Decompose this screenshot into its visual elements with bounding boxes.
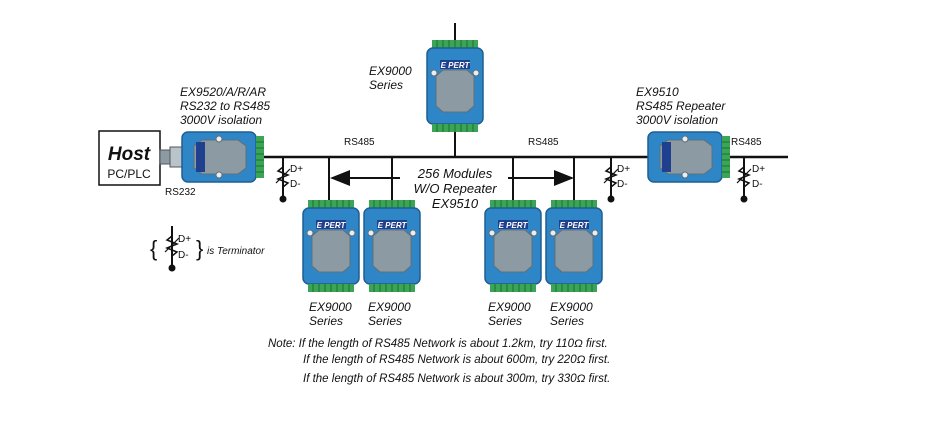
bottom-module-3-line1: EX9000 [488, 300, 531, 314]
term-mid-dplus: D+ [617, 164, 630, 175]
host-title: Host [108, 144, 151, 165]
converter-module [181, 131, 265, 183]
term-mid-dminus: D- [617, 179, 628, 190]
center-note-line2: W/O Repeater [413, 181, 497, 196]
bottom-module-4 [545, 199, 603, 293]
legend-brace-close: } [196, 236, 203, 261]
bottom-module-1-line2: Series [309, 314, 343, 328]
bottom-module-4-line1: EX9000 [550, 300, 593, 314]
host-port-connector [159, 149, 171, 165]
legend-dminus: D- [178, 250, 189, 261]
repeater-module [647, 131, 731, 183]
bus-label-left: RS485 [344, 137, 375, 148]
top-module-badge: E PERT [441, 61, 471, 70]
bottom-module-4-badge: E PERT [560, 221, 590, 230]
bottom-module-4-line2: Series [550, 314, 584, 328]
term-left-dminus: D- [290, 179, 301, 190]
note-line-1: Note: If the length of RS485 Network is … [268, 338, 608, 350]
terminator-legend-icon [164, 225, 180, 273]
note-line-3: If the length of RS485 Network is about … [303, 373, 610, 385]
host-box [98, 130, 161, 186]
repeater-line2: RS485 Repeater [636, 99, 726, 113]
top-module-line2: Series [369, 78, 403, 92]
legend-brace-open: { [150, 236, 157, 261]
repeater-line1: EX9510 [636, 85, 679, 99]
bottom-module-2-badge: E PERT [378, 221, 408, 230]
converter-line3: 3000V isolation [180, 113, 262, 127]
note-line-2: If the length of RS485 Network is about … [303, 354, 610, 366]
terminator-icon-mid [603, 156, 619, 204]
bottom-module-2-line2: Series [368, 314, 402, 328]
top-module [426, 39, 484, 133]
repeater-line3: 3000V isolation [636, 113, 718, 127]
legend-text: is Terminator [207, 246, 265, 257]
center-note-line1: 256 Modules [417, 166, 493, 181]
bottom-module-3 [484, 199, 542, 293]
bottom-module-3-badge: E PERT [499, 221, 529, 230]
bottom-module-2-line1: EX9000 [368, 300, 411, 314]
rs232-label: RS232 [165, 187, 196, 198]
top-module-line1: EX9000 [369, 64, 412, 78]
bottom-module-1-badge: E PERT [317, 221, 347, 230]
bus-label-mid: RS485 [528, 137, 559, 148]
legend-dplus: D+ [178, 234, 191, 245]
bottom-module-1 [302, 199, 360, 293]
bottom-module-1-line1: EX9000 [309, 300, 352, 314]
term-right-dplus: D+ [752, 164, 765, 175]
terminator-icon-left [275, 156, 291, 204]
host-subtitle: PC/PLC [107, 167, 151, 181]
bottom-module-3-line2: Series [488, 314, 522, 328]
bus-label-right: RS485 [731, 137, 762, 148]
term-right-dminus: D- [752, 179, 763, 190]
converter-line1: EX9520/A/R/AR [180, 85, 266, 99]
center-note-line3: EX9510 [432, 196, 479, 211]
converter-line2: RS232 to RS485 [180, 99, 270, 113]
bottom-module-2 [363, 199, 421, 293]
term-left-dplus: D+ [290, 164, 303, 175]
terminator-icon-right [736, 156, 752, 204]
